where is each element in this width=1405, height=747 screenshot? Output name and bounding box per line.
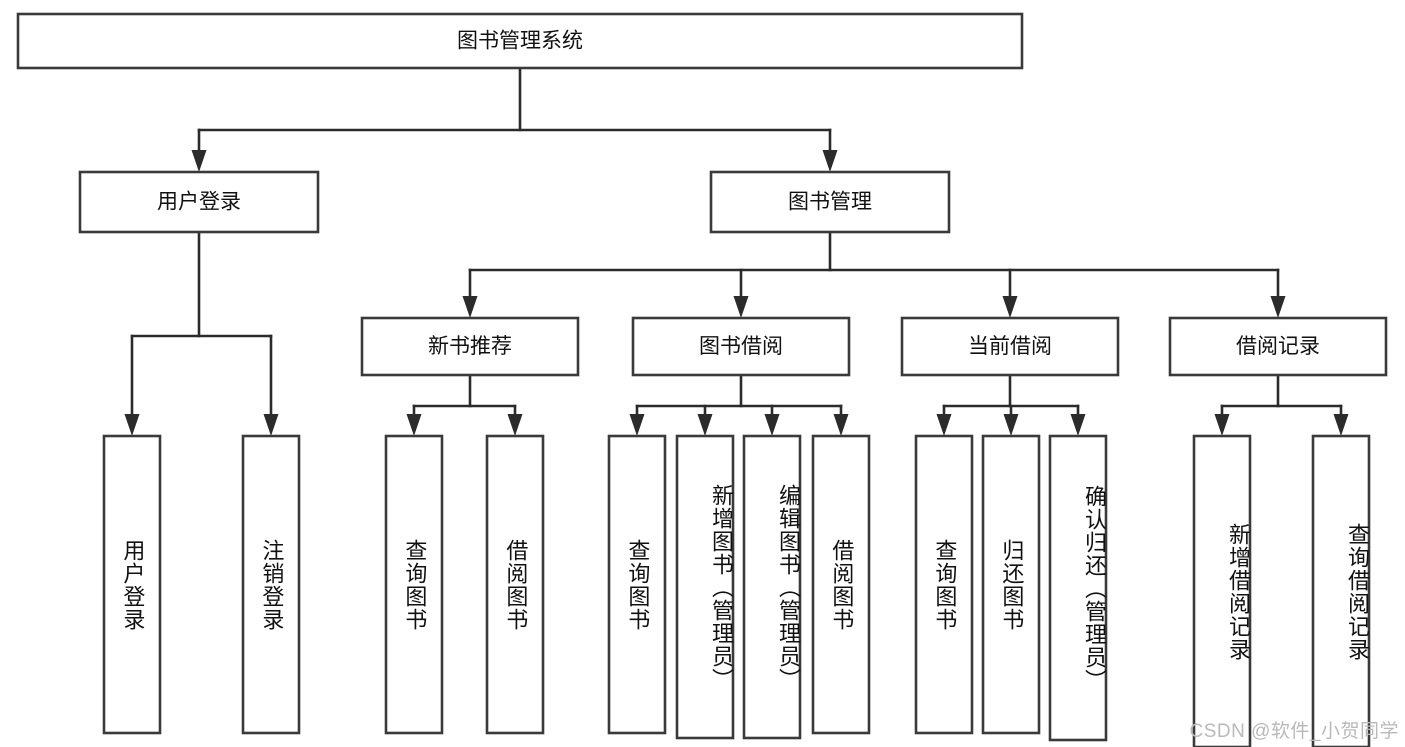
- level2-node-label-0: 用户登录: [157, 191, 241, 214]
- level2-node-label-1: 图书管理: [788, 191, 872, 214]
- level3-group-2-to-leaves-arrowhead-1: [1003, 414, 1019, 436]
- level3-node-label-2: 当前借阅: [968, 335, 1052, 358]
- node-boxes-layer: [16, 12, 1388, 747]
- root-to-level2-arrowhead-1: [822, 150, 838, 172]
- leaf-node-box-1[interactable]: [241, 434, 301, 735]
- user-login-to-leaves-arrowhead-0: [124, 414, 140, 436]
- leaf-node-box-4[interactable]: [607, 434, 667, 735]
- level3-group-1-to-leaves-arrowhead-0: [629, 414, 645, 436]
- level3-group-1-to-leaves-arrowhead-3: [833, 414, 849, 436]
- book-manage-to-level3-arrowhead-1: [733, 296, 749, 318]
- book-manage-to-level3-arrowhead-0: [462, 296, 478, 318]
- level3-group-1-to-leaves-arrowhead-1: [697, 414, 713, 436]
- level3-group-2-to-leaves-arrowhead-0: [936, 414, 952, 436]
- book-manage-to-level3-arrowhead-3: [1270, 296, 1286, 318]
- root-node-box-0[interactable]: [16, 12, 1024, 70]
- level3-group-1-to-leaves-arrowhead-2: [764, 414, 780, 436]
- user-login-to-leaves-arrowhead-1: [263, 414, 279, 436]
- leaf-node-box-0[interactable]: [102, 434, 162, 735]
- root-node-label-0: 图书管理系统: [457, 30, 583, 53]
- leaf-node-box-7[interactable]: [811, 434, 871, 735]
- level3-group-0-to-leaves-arrowhead-0: [406, 414, 422, 436]
- leaf-node-box-12[interactable]: [1311, 434, 1371, 747]
- leaf-node-box-11[interactable]: [1192, 434, 1252, 747]
- leaf-node-box-5[interactable]: [675, 434, 735, 740]
- level3-node-box-3[interactable]: [1168, 316, 1388, 377]
- csdn-watermark: CSDN @软件_小贺同学: [1189, 721, 1399, 742]
- level3-node-label-1: 图书借阅: [699, 335, 783, 358]
- level3-node-box-1[interactable]: [631, 316, 851, 377]
- level3-group-2-to-leaves-arrowhead-2: [1070, 414, 1086, 436]
- leaf-node-box-6[interactable]: [742, 434, 802, 740]
- book-manage-to-level3-arrowhead-2: [1002, 296, 1018, 318]
- leaf-node-box-2[interactable]: [384, 434, 444, 735]
- connector-lines-layer: [124, 66, 1349, 436]
- level3-node-label-0: 新书推荐: [428, 335, 512, 358]
- leaf-node-box-3[interactable]: [485, 434, 545, 735]
- level3-node-label-3: 借阅记录: [1236, 335, 1320, 358]
- leaf-node-box-9[interactable]: [981, 434, 1041, 735]
- leaf-node-box-8[interactable]: [914, 434, 974, 735]
- root-to-level2-arrowhead-0: [191, 150, 207, 172]
- level3-group-0-to-leaves-arrowhead-1: [507, 414, 523, 436]
- level3-node-box-2[interactable]: [900, 316, 1120, 377]
- leaf-node-box-10[interactable]: [1048, 434, 1108, 742]
- level3-node-box-0[interactable]: [360, 316, 580, 377]
- level3-group-3-to-leaves-arrowhead-1: [1333, 414, 1349, 436]
- level2-node-box-0[interactable]: [78, 170, 320, 234]
- level2-node-box-1[interactable]: [709, 170, 951, 234]
- level3-group-3-to-leaves-arrowhead-0: [1214, 414, 1230, 436]
